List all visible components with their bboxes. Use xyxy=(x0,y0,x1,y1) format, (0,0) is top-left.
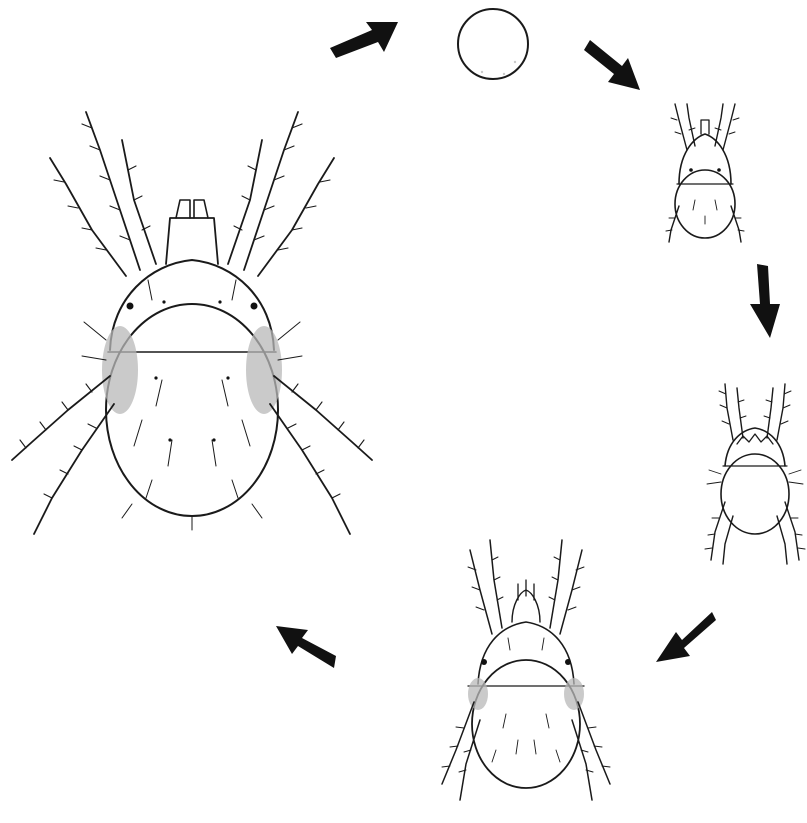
adult-stage xyxy=(12,112,372,534)
arrow-icon xyxy=(276,626,336,668)
cycle-arrows xyxy=(276,22,780,668)
larva-stage xyxy=(666,104,744,242)
larva-mite-icon xyxy=(666,104,744,242)
arrow-icon xyxy=(656,612,716,662)
protonymph-stage xyxy=(705,384,805,564)
protonymph-mite-icon xyxy=(705,384,805,564)
adult-mite-icon xyxy=(12,112,372,534)
deutonymph-stage xyxy=(442,540,610,800)
egg-stage xyxy=(458,9,528,79)
arrow-icon xyxy=(750,264,780,338)
arrow-icon xyxy=(584,40,640,90)
arrow-icon xyxy=(330,22,398,58)
deutonymph-mite-icon xyxy=(442,540,610,800)
egg-icon xyxy=(458,9,528,79)
